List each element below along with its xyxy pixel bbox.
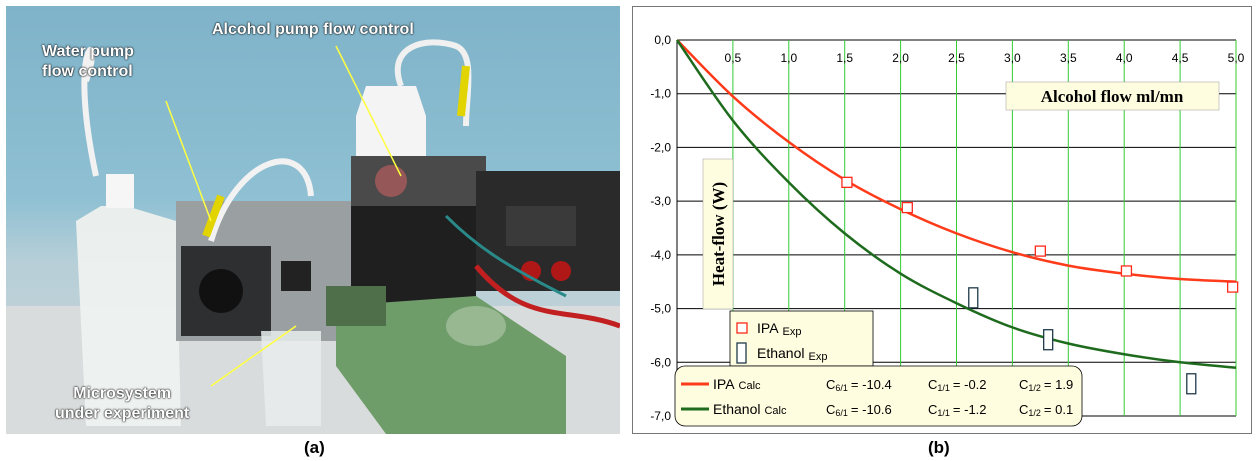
- x-tick-label: 1,0: [780, 51, 797, 65]
- x-tick-label: 2,0: [892, 51, 909, 65]
- data-point-ipa-exp: [901, 201, 913, 214]
- data-point-ethanol-exp: [968, 287, 979, 309]
- x-axis-label: Alcohol flow ml/mn: [1041, 87, 1184, 106]
- x-tick-label: 1,5: [836, 51, 853, 65]
- lab-photo-illustration: [6, 39, 620, 434]
- panel-label-a: (a): [304, 438, 325, 457]
- y-tick-label: -4,0: [650, 248, 671, 262]
- chart-svg: 0,0 -1,0 -2,0 -3,0 -4,0 -5,0 -6,0 -7,0 0,5 1,0 1,5…: [650, 33, 1245, 427]
- y-tick-label: 0,0: [654, 33, 671, 47]
- data-point-ipa-exp: [1120, 265, 1133, 277]
- legend-exp-box: [729, 310, 874, 367]
- x-tick-label: 3,0: [1004, 51, 1021, 65]
- x-tick-label: 4,5: [1172, 51, 1189, 65]
- data-point-ipa-exp: [1226, 281, 1239, 293]
- x-tick-label: 4,0: [1116, 51, 1133, 65]
- y-tick-label: -1,0: [650, 87, 671, 101]
- data-point-ipa-exp: [1034, 245, 1047, 257]
- x-tick-label: 3,5: [1060, 51, 1077, 65]
- y-tick-label: -2,0: [650, 140, 671, 154]
- microsystem-label: Microsystem under experiment: [55, 385, 190, 422]
- x-tick-label: 5,0: [1228, 51, 1245, 65]
- data-point-ipa-exp: [841, 176, 853, 188]
- legend-exp-marker: [736, 322, 748, 334]
- legend-coef-1-2: C1/2= 1.9: [1019, 377, 1073, 393]
- y-tick-label: -6,0: [650, 355, 671, 369]
- y-tick-label: -5,0: [650, 302, 671, 316]
- x-tick-label: 2,5: [948, 51, 965, 65]
- legend-coef-1-1: C1/1= -0.2: [928, 377, 987, 393]
- legend-coef-1-2: C1/2= 0.1: [1019, 402, 1073, 418]
- legend-coef-1-1: C1/1= -1.2: [928, 402, 987, 418]
- legend-calc-box: [674, 365, 1083, 427]
- x-tick-label: 0,5: [725, 51, 742, 65]
- ylabel-box: [702, 158, 734, 310]
- data-point-ethanol-exp: [1043, 329, 1054, 351]
- panel-label-b: (b): [928, 438, 950, 457]
- lab-photo: Water pump flow control Alcohol pump flo…: [6, 6, 620, 434]
- legend-exp-marker: [736, 342, 747, 364]
- xlabel-box: [1005, 81, 1220, 111]
- series-line-ethanol-calc: [675, 39, 1237, 369]
- y-tick-label: -3,0: [650, 194, 671, 208]
- series-line-ipa-calc: [676, 39, 1237, 283]
- heat-flow-chart: 0,0 -1,0 -2,0 -3,0 -4,0 -5,0 -6,0 -7,0 0,5 1,0 1,5…: [632, 6, 1252, 434]
- data-point-ethanol-exp: [1186, 373, 1197, 395]
- y-tick-label: -7,0: [650, 409, 671, 423]
- y-axis-label: Heat-flow (W): [709, 182, 728, 286]
- alcohol-pump-label: Alcohol pump flow control: [212, 21, 414, 38]
- water-pump-label: Water pump flow control: [42, 43, 134, 80]
